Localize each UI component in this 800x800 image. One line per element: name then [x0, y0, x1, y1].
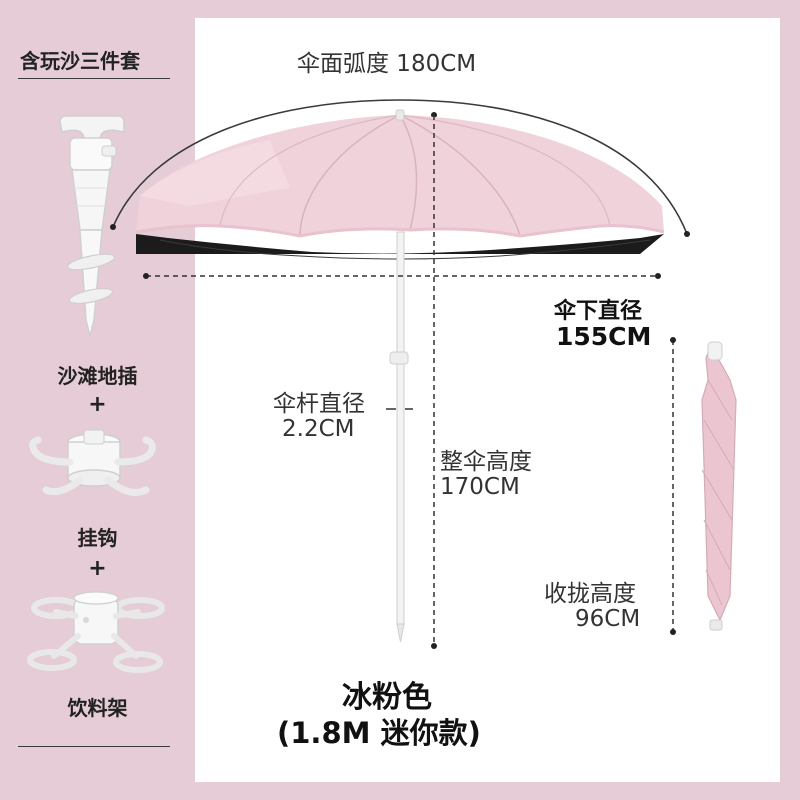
plus-sign: + — [88, 556, 107, 581]
under-diameter-label: 伞下直径 — [554, 299, 643, 324]
cup-holder-icon — [27, 591, 165, 673]
accessory-label-ground-spike: 沙滩地插 — [57, 364, 138, 388]
accessories-title: 含玩沙三件套 — [20, 49, 140, 73]
total-height-label: 整伞高度 — [440, 449, 532, 475]
canopy-arc-label: 伞面弧度 180CM — [297, 51, 477, 77]
under-diameter-value: 155CM — [556, 322, 652, 351]
accessory-label-hook: 挂钩 — [77, 526, 118, 550]
pole-diameter-value: 2.2CM — [282, 416, 355, 442]
bottom-divider — [18, 746, 170, 747]
plus-sign: + — [88, 392, 107, 417]
umbrella-pole — [389, 231, 409, 643]
ground-spike-icon — [59, 115, 125, 337]
title-divider — [18, 78, 170, 79]
total-height-value: 170CM — [440, 474, 520, 500]
pole-diameter-label: 伞杆直径 — [273, 391, 365, 417]
total-height-dimension — [431, 115, 437, 649]
product-color-name: 冰粉色 — [342, 680, 432, 715]
product-model: (1.8M 迷你款) — [277, 716, 481, 750]
folded-height-dimension — [670, 337, 676, 635]
folded-height-value: 96CM — [575, 606, 641, 632]
under-diameter-dimension — [143, 273, 661, 279]
folded-umbrella — [701, 341, 737, 631]
accessory-label-cup-holder: 饮料架 — [67, 696, 128, 720]
hook-icon — [29, 429, 156, 496]
umbrella-canopy — [135, 109, 665, 260]
folded-height-label: 收拢高度 — [544, 581, 636, 607]
